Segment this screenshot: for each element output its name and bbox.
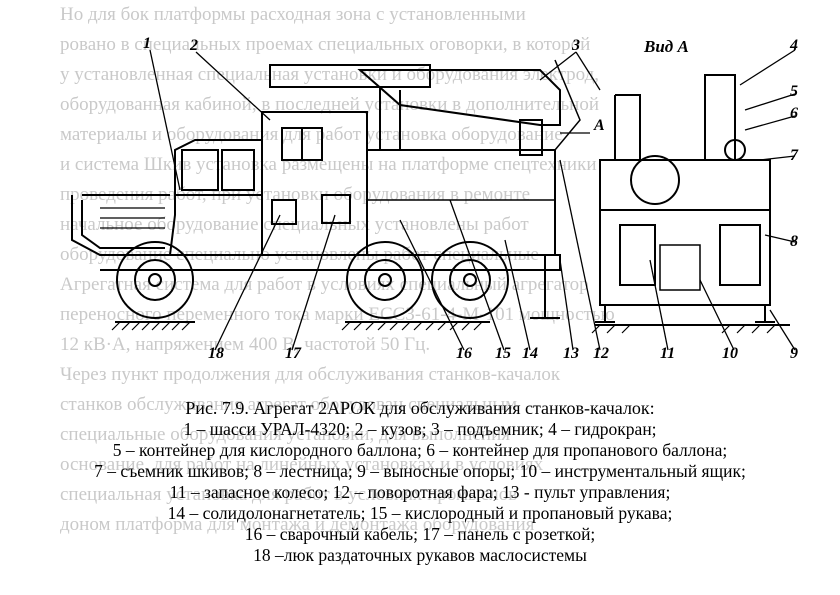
callout-15: 15: [495, 345, 511, 362]
callout-8: 8: [790, 233, 798, 250]
callout-2: 2: [189, 37, 198, 54]
arrow-a-label: А: [593, 117, 605, 134]
caption-line: 1 – шасси УРАЛ-4320; 2 – кузов; 3 – подъ…: [183, 419, 657, 439]
caption-title: Рис. 7.9. Агрегат 2АРОК для обслуживания…: [185, 398, 655, 418]
caption-line: 16 – сварочный кабель; 17 – панель с роз…: [244, 524, 596, 544]
callout-18: 18: [208, 345, 224, 362]
callout-16: 16: [456, 345, 472, 362]
chassis-frame: [100, 254, 561, 271]
callout-4: 4: [789, 37, 798, 54]
callout-10: 10: [722, 345, 738, 362]
figure-caption: Рис. 7.9. Агрегат 2АРОК для обслуживания…: [0, 398, 840, 566]
callout-14: 14: [522, 345, 538, 362]
caption-line: 11 – запасное колесо; 12 – поворотная фа…: [169, 482, 671, 502]
callout-5: 5: [790, 83, 798, 100]
vehicle-body: [261, 111, 556, 256]
rear-wheel-2: [431, 241, 509, 319]
vehicle-drawing: 1 2 3 4 5 6 7 8 9 10 11 12 13 14 15 16 1…: [71, 35, 799, 362]
truck-cab: [71, 139, 263, 256]
rear-wheel-1: [346, 241, 424, 319]
outrigger-side: [530, 255, 560, 319]
callout-3: 3: [571, 37, 580, 54]
caption-line: 5 – контейнер для кислородного баллона; …: [112, 440, 728, 460]
front-wheel: [116, 241, 194, 319]
callout-7: 7: [790, 147, 799, 164]
caption-line: 18 –люк раздаточных рукавов маслосистемы: [253, 545, 587, 565]
callout-17: 17: [285, 345, 302, 362]
callout-1: 1: [143, 35, 151, 52]
crane-boom: [269, 59, 581, 156]
view-a-label: Вид А: [643, 37, 689, 56]
caption-line: 7 – съемник шкивов; 8 – лестница; 9 – вы…: [94, 461, 746, 481]
callout-9: 9: [790, 345, 798, 362]
callout-6: 6: [790, 105, 798, 122]
caption-line: 14 – солидолонагнетатель; 15 – кислородн…: [167, 503, 673, 523]
callout-13: 13: [563, 345, 579, 362]
bleed-line: Но для бок платформы расходная зона с ус…: [60, 4, 526, 25]
rear-view: [595, 74, 775, 323]
callout-11: 11: [660, 345, 675, 362]
callout-12: 12: [593, 345, 609, 362]
